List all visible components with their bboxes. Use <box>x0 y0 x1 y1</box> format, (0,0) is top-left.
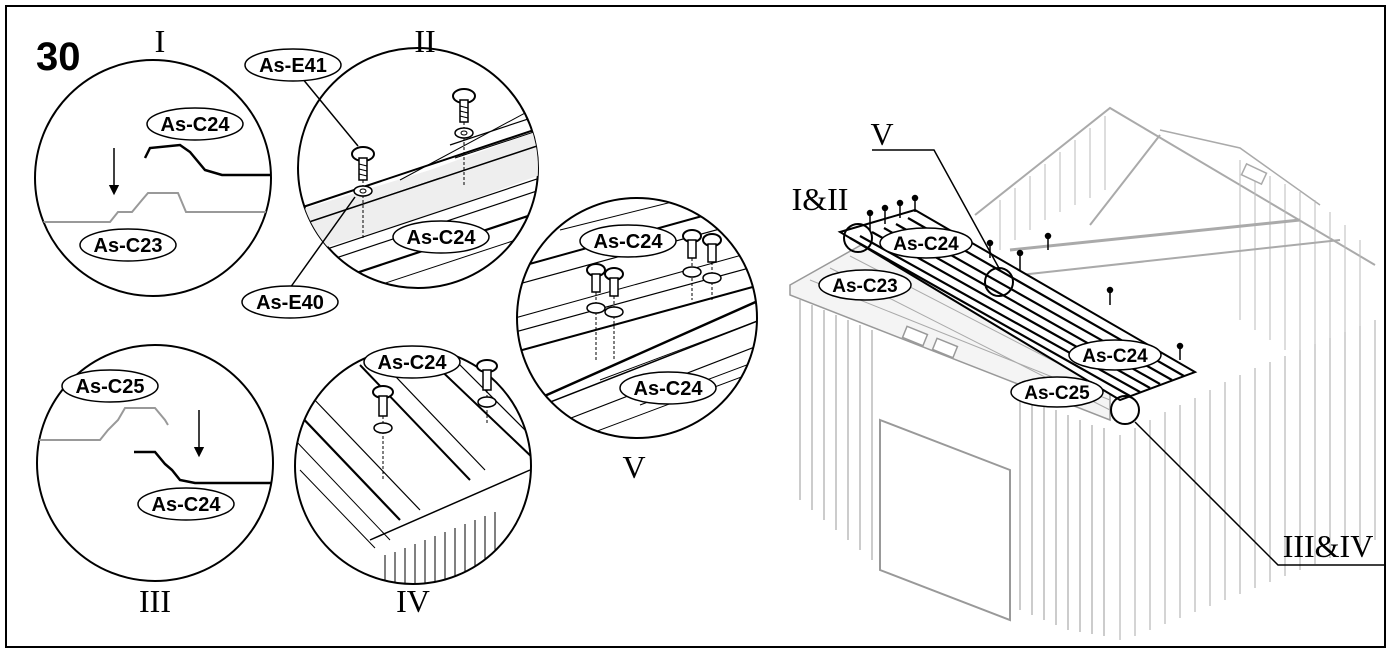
detail-i-upper-part-label: As-C24 <box>161 114 231 136</box>
overview-part-label-2: As-C23 <box>832 276 897 297</box>
overview-callout-i-ii: I&II <box>792 181 849 217</box>
detail-iii-upper-part-label: As-C25 <box>76 376 145 398</box>
screw-icon <box>372 385 394 480</box>
detail-ii-title: II <box>414 23 435 59</box>
detail-ii-washer-label: As-E40 <box>256 292 324 314</box>
detail-v: As-C24 As-C24 <box>516 197 758 439</box>
overview-part-label-1: As-C24 <box>893 234 959 255</box>
overview-part-label-4: As-C25 <box>1024 383 1090 404</box>
step-number: 30 <box>36 35 81 79</box>
screw-icon <box>604 267 624 360</box>
overview-callout-v: V <box>870 116 893 152</box>
detail-iii-lower-part-label: As-C24 <box>152 494 222 516</box>
screw-icon <box>476 359 498 425</box>
detail-ii: As-E41 As-E40 As-C24 <box>241 47 539 319</box>
detail-v-upper-panel-label: As-C24 <box>594 231 664 253</box>
overview-part-label-3: As-C24 <box>1082 346 1148 367</box>
detail-iv-panel-label: As-C24 <box>378 352 448 374</box>
detail-v-title: V <box>622 449 645 485</box>
detail-i: As-C24 As-C23 <box>34 59 272 297</box>
detail-ii-panel-label: As-C24 <box>407 227 477 249</box>
screw-icon <box>702 233 722 300</box>
detail-iii-title: III <box>139 583 171 619</box>
screw-icon <box>452 88 476 185</box>
detail-v-lower-panel-label: As-C24 <box>634 378 704 400</box>
screw-icon <box>682 229 702 300</box>
overview-callout-iii-iv: III&IV <box>1283 528 1374 564</box>
detail-ii-screw-label: As-E41 <box>259 55 327 77</box>
screw-icon <box>586 263 606 360</box>
shed-overview: As-C24 As-C23 As-C24 As-C25 <box>789 106 1385 640</box>
detail-iv-title: IV <box>396 583 430 619</box>
detail-iii: As-C25 As-C24 <box>36 344 274 582</box>
detail-i-title: I <box>155 23 166 59</box>
detail-i-lower-part-label: As-C23 <box>94 235 163 257</box>
detail-iv: As-C24 <box>294 345 532 585</box>
page-border <box>5 5 1386 648</box>
screw-icon <box>351 146 375 240</box>
